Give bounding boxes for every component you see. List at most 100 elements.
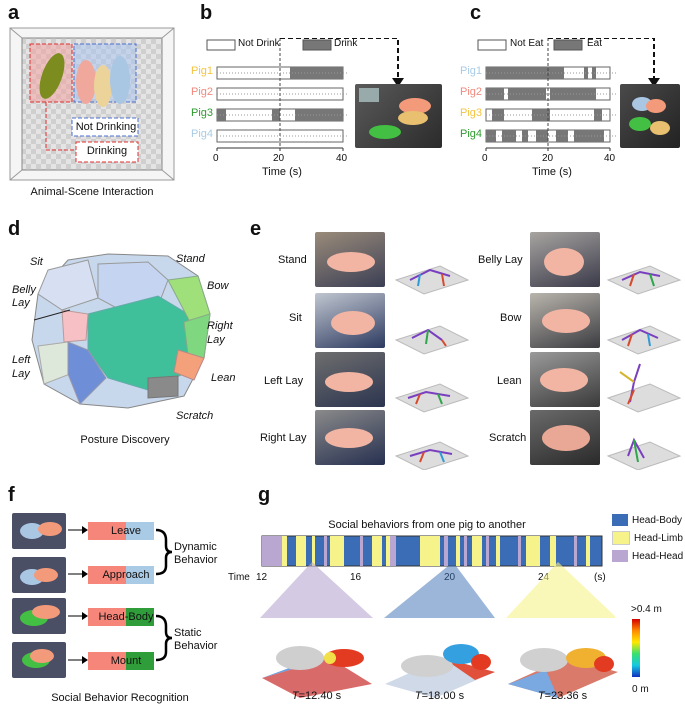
g-title: Social behaviors from one pig to another (328, 519, 526, 531)
c-x-axis-label: Time (s) (532, 166, 572, 178)
behavior-approach: Approach (102, 569, 150, 581)
e-label-left-lay: Left Lay (264, 375, 304, 387)
legend-not-eat-swatch (477, 39, 507, 51)
g-tick-12: 12 (256, 572, 268, 583)
skeletons-left (394, 265, 470, 470)
legend-head-body: Head-Body (632, 514, 683, 526)
photo-sit (315, 293, 385, 348)
static-label-1: Static (174, 627, 202, 639)
dynamic-label-2: Behavior (174, 554, 218, 566)
photo-leave (12, 513, 66, 549)
legend-head-head: Head-Head (632, 550, 684, 562)
photo-scratch (530, 410, 600, 465)
scene-arena (9, 27, 175, 181)
e-label-scratch: Scratch (489, 432, 527, 444)
c-xtick-40: 40 (604, 153, 616, 164)
projection-triangles (260, 562, 615, 618)
snapshot-1-time: T=12.40 s (291, 690, 342, 702)
behavior-leave: Leave (111, 525, 141, 537)
pig4-label: Pig4 (191, 128, 214, 140)
e-label-bow: Bow (500, 312, 522, 324)
not-drinking-label: Not Drinking (75, 121, 137, 133)
c-pig4-track (485, 129, 611, 143)
photo-right-lay (315, 410, 385, 465)
panel-e-letter: e (250, 218, 262, 240)
colorbar-min-label: 0 m (632, 684, 649, 695)
panel-f-letter: f (8, 484, 15, 506)
xtick-0: 0 (213, 153, 219, 164)
label-belly-lay-1: Belly (12, 284, 36, 296)
label-sit: Sit (30, 256, 43, 268)
xtick-40: 40 (336, 153, 348, 164)
drinking-label: Drinking (86, 145, 128, 157)
legend-swatch-head-limb (612, 531, 630, 545)
snapshot-3-time: T=23.36 s (537, 690, 588, 702)
xtick-20: 20 (273, 153, 285, 164)
label-right-lay-2: Lay (207, 334, 225, 346)
behavior-mount: Mount (110, 655, 142, 667)
legend-eat-swatch (553, 39, 583, 51)
panel-d-letter: d (8, 218, 21, 240)
g-tick-24: 24 (538, 572, 550, 583)
panel-a-caption: Animal-Scene Interaction (30, 186, 154, 198)
dynamic-label-1: Dynamic (174, 541, 217, 553)
legend-eat: Eat (587, 38, 603, 49)
photo-mount (12, 642, 66, 678)
photo-belly-lay (530, 232, 600, 287)
photo-left-lay (315, 352, 385, 407)
c-xtick-0: 0 (482, 153, 488, 164)
e-label-lean: Lean (497, 375, 522, 387)
photo-stand (315, 232, 385, 287)
static-label-2: Behavior (174, 640, 218, 652)
label-left-lay-2: Lay (12, 368, 30, 380)
posture-map (31, 253, 211, 409)
pig2-label: Pig2 (191, 86, 214, 98)
panel-g-letter: g (258, 484, 271, 506)
legend-swatch-head-head (612, 550, 628, 562)
colorbar (632, 619, 640, 677)
snapshot-3 (506, 618, 619, 700)
snapshot-1 (260, 618, 373, 700)
c-pig1-label: Pig1 (460, 65, 483, 77)
skeletons-right (606, 265, 682, 470)
g-tick-16: 16 (350, 572, 362, 583)
behavior-timeline (261, 535, 603, 567)
photo-lean (530, 352, 600, 407)
label-left-lay-1: Left (12, 354, 31, 366)
label-stand: Stand (176, 253, 205, 265)
panel-a-letter: a (8, 2, 20, 24)
e-label-stand: Stand (278, 254, 307, 266)
label-belly-lay-2: Lay (12, 297, 30, 309)
snapshot-2 (383, 618, 496, 700)
snapshot-2-time: T=18.00 s (414, 690, 465, 702)
g-time-label: Time (228, 572, 250, 583)
c-pig2-label: Pig2 (460, 86, 483, 98)
photo-approach (12, 557, 66, 593)
eating-photo (620, 84, 680, 148)
label-lean: Lean (211, 372, 236, 384)
legend-drink: Drink (334, 38, 358, 49)
photo-head-body (12, 598, 66, 634)
panel-c-letter: c (470, 2, 482, 24)
legend-swatch-head-body (612, 514, 628, 526)
drinking-photo (355, 84, 442, 148)
legend-head-limb: Head-Limb (634, 532, 683, 544)
pig1-label: Pig1 (191, 65, 214, 77)
e-label-belly-lay: Belly Lay (478, 254, 523, 266)
panel-b-letter: b (200, 2, 213, 24)
label-bow: Bow (207, 280, 229, 292)
g-unit: (s) (594, 572, 606, 583)
panel-c-arrow (548, 38, 660, 87)
legend-not-drink-swatch (206, 39, 236, 51)
g-legend: Head-Body Head-Limb Head-Head (612, 514, 683, 562)
panel-f-caption: Social Behavior Recognition (51, 692, 189, 704)
x-axis-label: Time (s) (262, 166, 302, 178)
panel-b-timeline (206, 38, 349, 151)
c-xtick-20: 20 (542, 153, 554, 164)
legend-not-drink: Not Drink (238, 38, 280, 49)
label-scratch: Scratch (176, 410, 214, 422)
photo-bow (530, 293, 600, 348)
e-label-right-lay: Right Lay (260, 432, 307, 444)
panel-c-timeline (477, 38, 618, 151)
label-right-lay-1: Right (207, 320, 233, 332)
